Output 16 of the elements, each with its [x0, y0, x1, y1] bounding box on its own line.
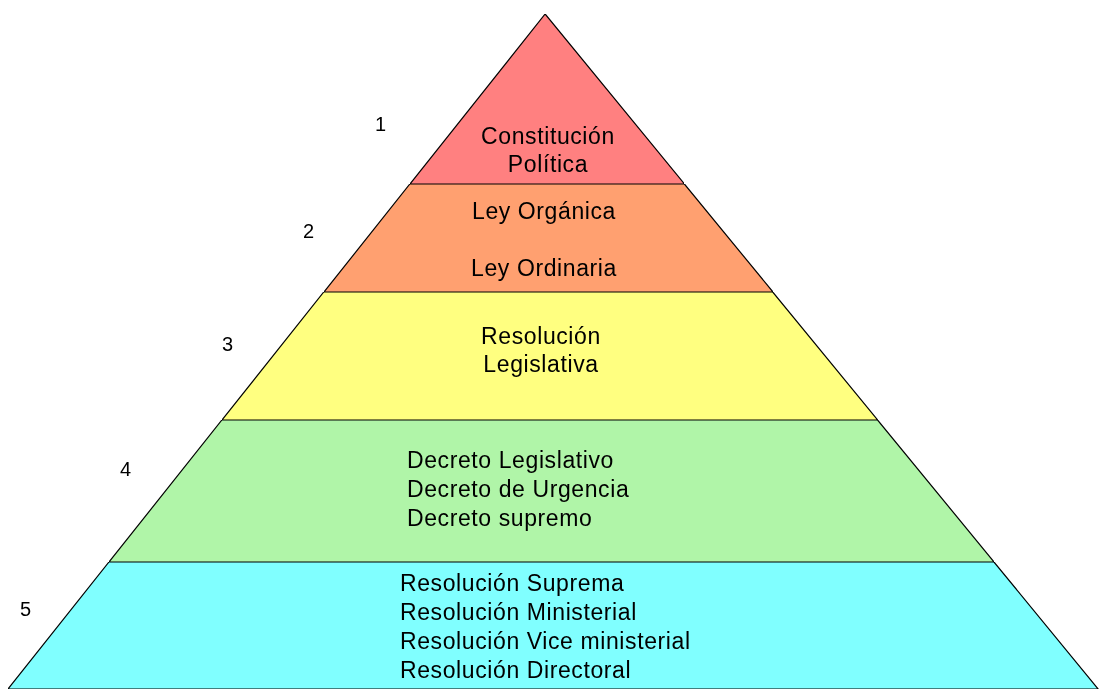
level-text: Resolución Suprema: [400, 569, 625, 597]
level-text: Ley Orgánica: [471, 197, 617, 225]
level-text: Decreto supremo: [407, 504, 593, 532]
level-number: 5: [20, 598, 32, 621]
level-text: Resolución Directoral: [400, 656, 632, 684]
level-text: Constitución Política: [480, 122, 616, 178]
level-text: Resolución Ministerial: [400, 598, 637, 626]
level-number: 4: [120, 458, 132, 481]
level-text: Resolución Vice ministerial: [400, 627, 691, 655]
level-number: 3: [222, 333, 234, 356]
level-text: Resolución Legislativa: [480, 322, 602, 378]
level-number: 1: [375, 113, 387, 136]
level-number: 2: [303, 220, 315, 243]
level-text: Decreto de Urgencia: [407, 475, 630, 503]
level-text: Decreto Legislativo: [407, 446, 614, 474]
level-text: Ley Ordinaria: [470, 254, 618, 282]
